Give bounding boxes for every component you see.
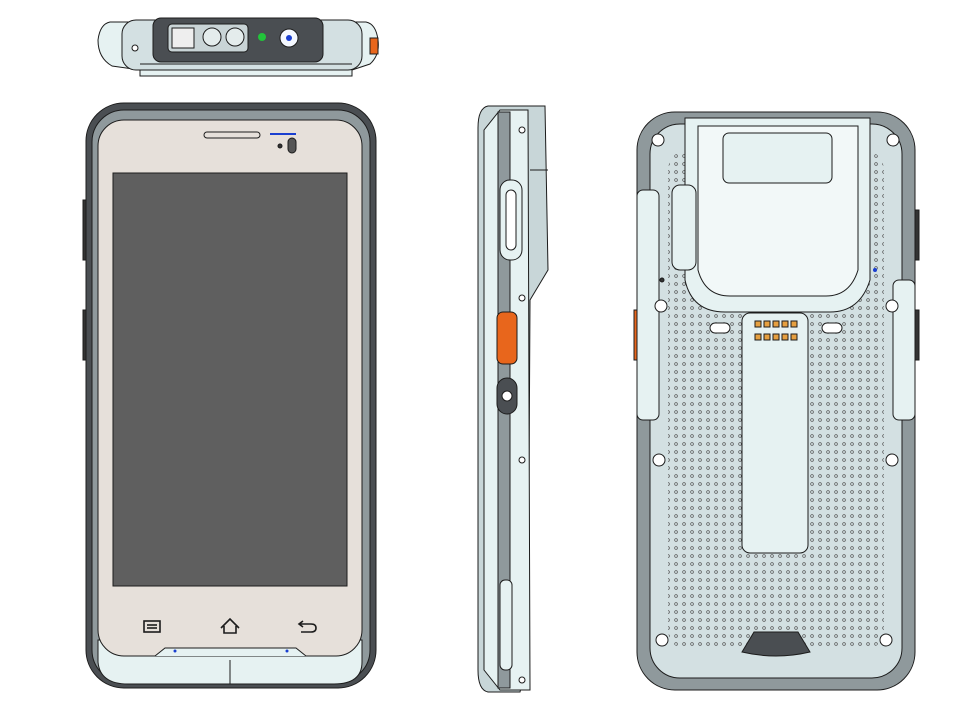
charging-contacts-icon bbox=[754, 320, 798, 341]
hand-strap bbox=[741, 312, 809, 554]
home-icon bbox=[220, 617, 240, 634]
scanner-window bbox=[722, 132, 833, 184]
back-view bbox=[633, 111, 920, 691]
side-button-orange bbox=[496, 311, 518, 365]
screen bbox=[112, 172, 348, 587]
speaker-icon bbox=[203, 131, 261, 139]
indicator-led-icon bbox=[258, 33, 266, 41]
top-view bbox=[97, 17, 379, 77]
side-view bbox=[477, 105, 549, 693]
back-icon bbox=[297, 620, 317, 633]
screws bbox=[651, 133, 900, 647]
menu-icon bbox=[143, 620, 161, 633]
side-button-orange bbox=[369, 37, 379, 55]
front-view bbox=[82, 102, 377, 689]
camera-icon bbox=[277, 143, 283, 149]
